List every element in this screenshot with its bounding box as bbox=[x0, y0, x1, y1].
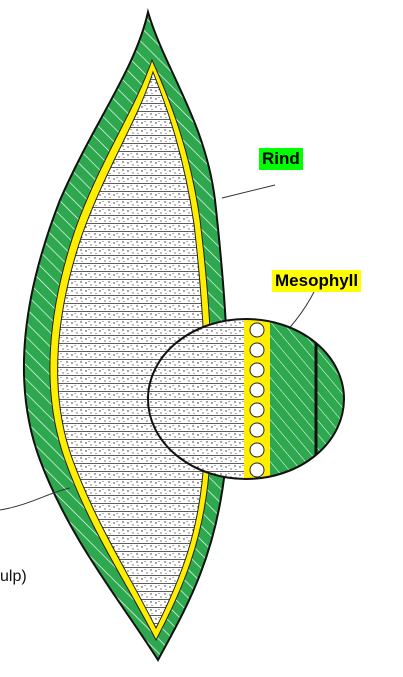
mesophyll-label: Mesophyll bbox=[272, 270, 361, 292]
rind-label: Rind bbox=[259, 148, 303, 170]
pulp-label: ulp) bbox=[0, 568, 27, 586]
rind-leader-line bbox=[222, 185, 275, 198]
